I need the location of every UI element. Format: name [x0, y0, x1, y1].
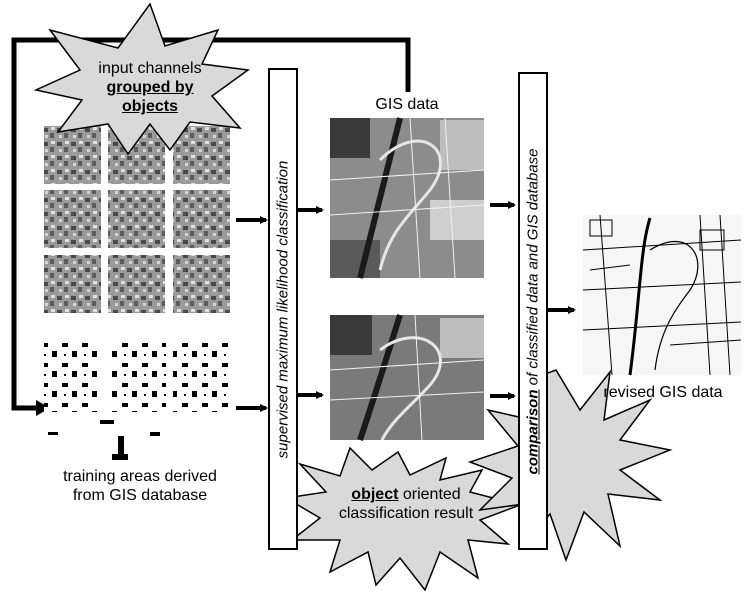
input-image — [173, 255, 230, 313]
input-channels-star — [33, 2, 250, 156]
comparison-emphasis: comparison — [524, 388, 542, 475]
result-label: object oriented classification result — [316, 486, 496, 524]
input-channels-label: input channels grouped by objects — [70, 60, 230, 117]
classification-step-label: supervised maximum likelihood classifica… — [274, 160, 292, 458]
input-image — [44, 255, 101, 313]
training-area-masks — [44, 342, 231, 460]
training-areas-label: training areas derived from GIS database — [30, 468, 250, 506]
training-mask — [44, 342, 102, 412]
gis-data-label: GIS data — [375, 96, 439, 113]
training-areas-line2: from GIS database — [72, 486, 208, 504]
gis-data-map — [329, 117, 485, 279]
result-rest: oriented — [398, 486, 461, 503]
input-channels-line3: objects — [121, 97, 178, 115]
revised-gis-map — [582, 214, 742, 376]
input-image — [173, 126, 230, 184]
training-mask — [108, 342, 166, 412]
input-channels-line2: grouped by — [106, 78, 194, 96]
result-line2: classification result — [338, 504, 474, 522]
feedback-loop-line — [11, 37, 411, 411]
training-areas-line1: training areas derived — [63, 468, 217, 485]
comparison-step-label: comparison of classified data and GIS da… — [525, 148, 542, 474]
input-image — [44, 190, 101, 248]
input-image-grid — [44, 126, 230, 313]
training-mask — [173, 342, 231, 412]
comparison-step-box: comparison of classified data and GIS da… — [518, 72, 548, 550]
revised-gis-label: revised GIS data — [603, 384, 723, 401]
classification-step-box: supervised maximum likelihood classifica… — [268, 68, 298, 550]
input-image — [173, 190, 230, 248]
training-mask-fragments — [48, 420, 160, 460]
input-channels-line1: input channels — [98, 60, 202, 77]
input-image — [44, 126, 101, 184]
result-line1: object oriented — [316, 486, 496, 505]
feedback-loop-arrowhead — [36, 400, 50, 416]
result-map — [329, 314, 485, 441]
comparison-rest: of classified data and GIS database — [524, 147, 542, 389]
input-image — [108, 255, 165, 313]
input-image — [108, 190, 165, 248]
result-emphasis: object — [351, 486, 399, 503]
